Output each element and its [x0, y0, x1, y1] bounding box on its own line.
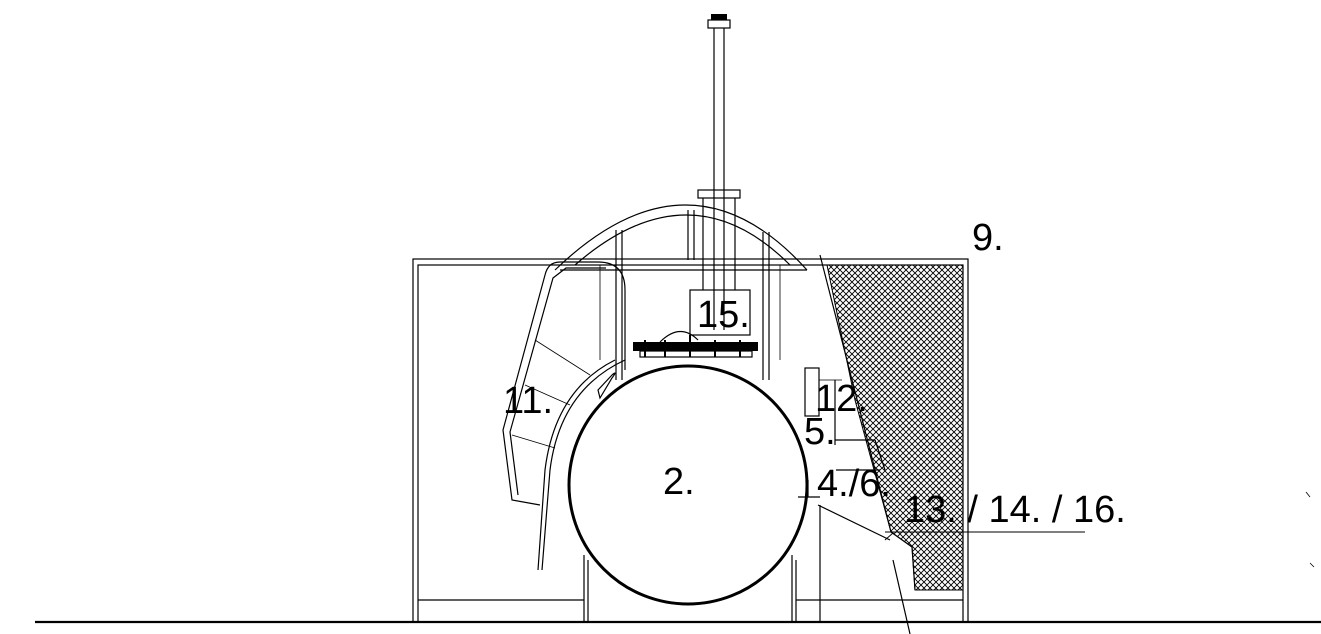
side-ladder: [502, 261, 626, 571]
edge-mark-2: [1309, 562, 1315, 568]
label-13-14-16: 13. / 14. / 16.: [904, 489, 1126, 531]
label-4-6: 4./6.: [817, 463, 891, 505]
label-2: 2.: [663, 461, 695, 503]
label-11: 11.: [503, 380, 553, 422]
label-5: 5.: [804, 411, 836, 453]
side-cover: [817, 254, 916, 634]
edge-mark: [1305, 491, 1311, 498]
main-tank: [567, 364, 809, 606]
tank-saddle: [583, 555, 797, 622]
vent-pipe: [689, 14, 751, 336]
label-9: 9.: [972, 217, 1004, 259]
right-fittings: [798, 367, 886, 498]
dome-hood: [554, 204, 808, 380]
label-15: 15.: [697, 294, 750, 336]
crosshatched-panel: [826, 264, 964, 591]
manhole-flange: [633, 330, 758, 358]
leader-tick: [884, 532, 894, 541]
outer-frame: [412, 258, 969, 623]
label-12: 12.: [815, 378, 868, 420]
